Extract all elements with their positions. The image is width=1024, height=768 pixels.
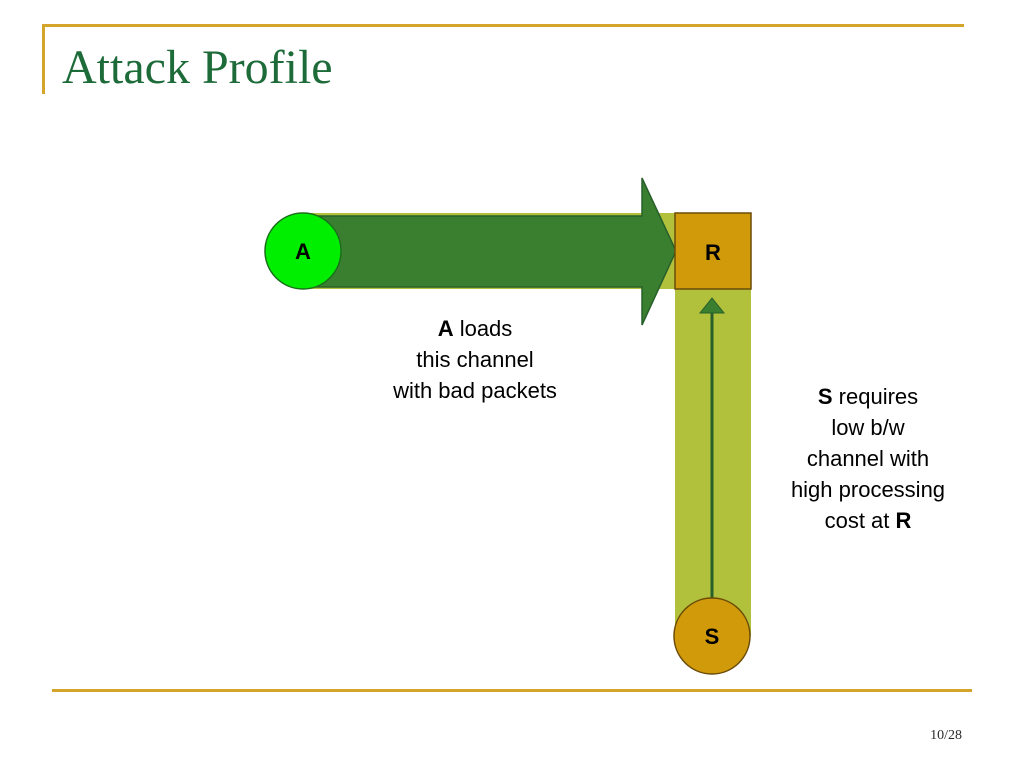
router-node: [674, 212, 752, 290]
title-frame-top-rule: [42, 24, 964, 27]
sender-caption-line-1: S requires: [760, 381, 976, 412]
sender-caption-line-2: low b/w: [831, 415, 905, 440]
slide-title: Attack Profile: [62, 41, 333, 94]
attack-caption-bold-lead: A: [437, 316, 454, 341]
sender-caption-line-5-bold: R: [895, 508, 912, 533]
page-number: 10/28: [930, 728, 962, 743]
attack-caption-line-1: A loads: [355, 313, 595, 344]
sender-caption-bold-lead: S: [817, 384, 833, 409]
attack-caption-line-3: with bad packets: [393, 378, 557, 403]
sender-caption-line-3: channel with: [806, 446, 930, 471]
attack-arrow: [302, 177, 677, 326]
attack-caption-line-1-rest: loads: [453, 316, 513, 341]
attack-caption-line-2: this channel: [416, 347, 534, 372]
attacker-label: A: [295, 239, 311, 264]
attack-caption: A loads this channel with bad packets: [355, 313, 595, 406]
router-label: R: [705, 240, 721, 265]
sender-caption-line-1-rest: requires: [832, 384, 919, 409]
sender-caption: S requires low b/w channel with high pro…: [760, 381, 976, 536]
footer-rule: [52, 689, 972, 692]
sender-arrow-head: [698, 297, 726, 314]
sender-caption-line-4: high processing: [790, 477, 946, 502]
sender-caption-line-5-lead: cost at: [824, 508, 896, 533]
sender-label: S: [705, 624, 720, 649]
title-frame-left-rule: [42, 24, 45, 94]
sender-node: [673, 597, 751, 675]
sender-caption-line-5: cost at R: [760, 505, 976, 536]
attacker-node: [264, 212, 342, 290]
